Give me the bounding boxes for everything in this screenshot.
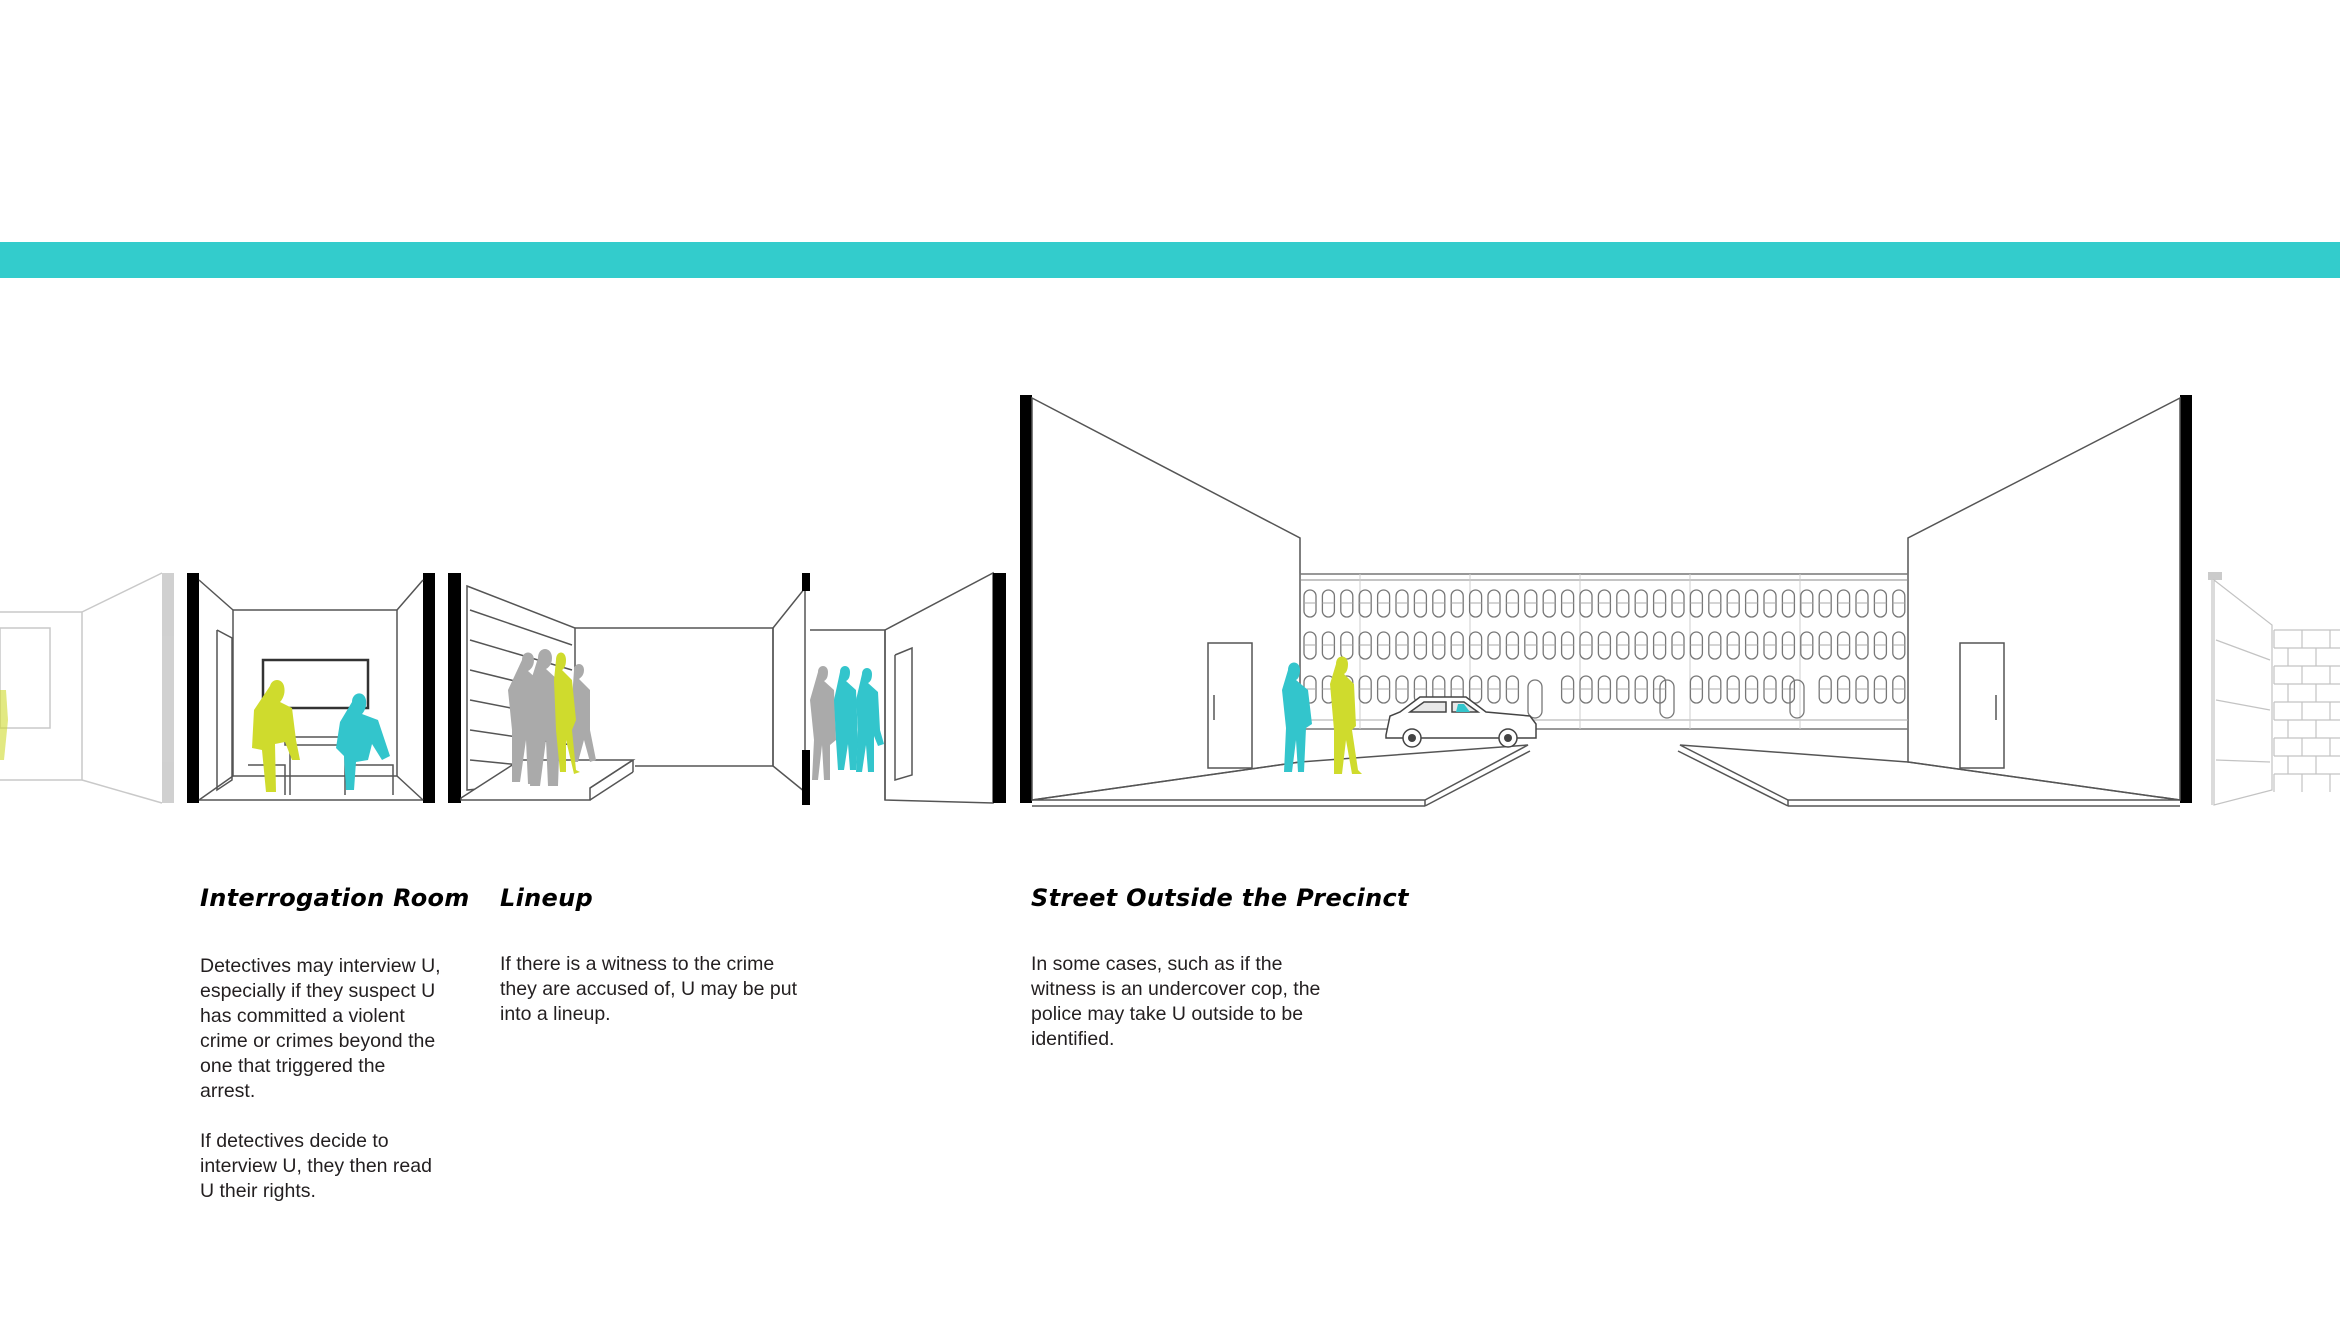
yellow-figure-seated bbox=[252, 680, 300, 792]
wall-left-black bbox=[187, 573, 199, 803]
header-accent-band bbox=[0, 242, 2340, 278]
wall-left-black bbox=[448, 573, 461, 803]
section-text-interrogation-room-2: If detectives decide to interview U, the… bbox=[200, 1130, 432, 1202]
car bbox=[1385, 696, 1537, 748]
lineup-room bbox=[448, 571, 1006, 805]
observation-figures bbox=[810, 666, 884, 780]
section-title-interrogation-room: Interrogation Room bbox=[200, 884, 470, 912]
row-houses bbox=[1299, 573, 1909, 730]
section-text-street-outside: In some cases, such as if the witness is… bbox=[1031, 953, 1321, 1050]
section-text-interrogation-room-1: Detectives may interview U, especially i… bbox=[200, 955, 441, 1102]
yellow-figure-street bbox=[1330, 656, 1362, 774]
precinct-section-illustration bbox=[0, 395, 2340, 807]
teal-figure-seated bbox=[336, 693, 390, 790]
section-title-street-outside: Street Outside the Precinct bbox=[1031, 884, 1409, 912]
interrogation-room bbox=[187, 573, 435, 803]
teal-figure-street bbox=[1282, 662, 1312, 772]
street-scene bbox=[1020, 395, 2192, 807]
section-text-lineup: If there is a witness to the crime they … bbox=[500, 953, 797, 1025]
teal-driver bbox=[1456, 704, 1470, 712]
lineup-gray-figures bbox=[508, 649, 596, 786]
wall-right-black bbox=[993, 573, 1006, 803]
faded-yellow-figure bbox=[0, 690, 8, 760]
section-title-lineup: Lineup bbox=[500, 884, 593, 912]
wall-right-black bbox=[423, 573, 435, 803]
wall-right-black bbox=[2180, 395, 2192, 803]
faded-left-room bbox=[0, 572, 174, 804]
faded-right-room bbox=[2208, 572, 2340, 806]
wall-left-black bbox=[1020, 395, 1032, 803]
lineup-yellow-figure bbox=[554, 652, 580, 774]
